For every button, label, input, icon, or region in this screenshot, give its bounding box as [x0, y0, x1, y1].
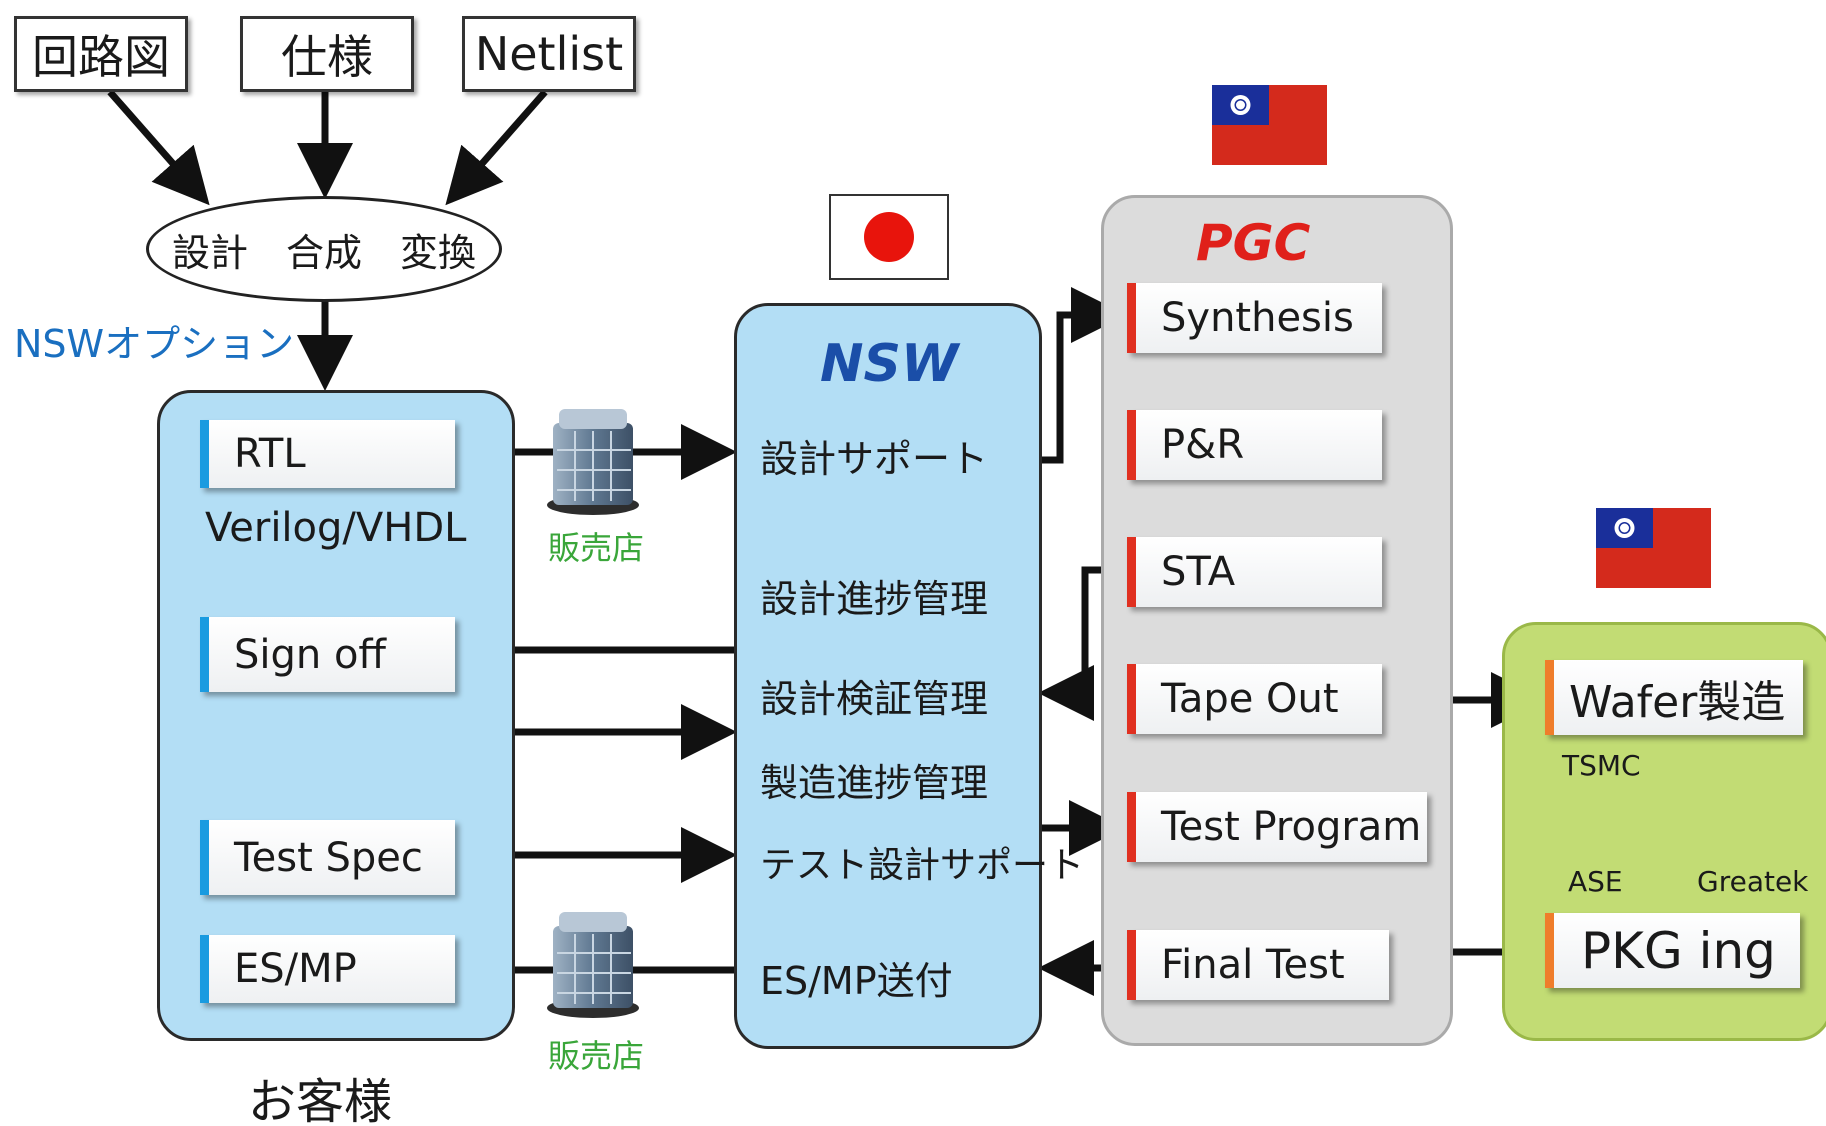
- nsw-panel: [734, 303, 1042, 1049]
- nsw-option-label: NSWオプション: [14, 322, 295, 366]
- rtl-language-label: Verilog/VHDL: [205, 505, 467, 551]
- pkg-box: PKG ing: [1545, 913, 1800, 988]
- customer-caption: お客様: [248, 1074, 393, 1126]
- vendor-tsmc: TSMC: [1562, 749, 1641, 782]
- pgc-step-pr: P&R: [1127, 410, 1382, 480]
- arrow-schematic-to-design: [107, 89, 210, 206]
- pgc-step-finaltest: Final Test: [1127, 930, 1389, 1000]
- pgc-step-tapeout: Tape Out: [1127, 664, 1382, 734]
- input-box-schematic: 回路図: [14, 16, 188, 92]
- esmp-box: ES/MP: [200, 935, 455, 1003]
- taiwan-flag-icon: [1596, 508, 1711, 588]
- wafer-box: Wafer製造: [1545, 660, 1803, 735]
- nsw-title: NSW: [820, 334, 959, 394]
- rtl-box: RTL: [200, 420, 455, 488]
- pgc-title: PGC: [1196, 214, 1311, 272]
- taiwan-flag-icon: [1212, 85, 1327, 165]
- input-box-netlist: Netlist: [462, 16, 636, 92]
- arrow-nsw-to-synthesis: [1035, 287, 1127, 464]
- store-building-icon: [547, 409, 639, 515]
- store-label: 販売店: [548, 529, 645, 567]
- pgc-step-testprogram: Test Program: [1127, 792, 1427, 862]
- nsw-item-esmp-shipping: ES/MP送付: [760, 959, 953, 1003]
- signoff-box: Sign off: [200, 617, 455, 692]
- customer-panel: [157, 390, 515, 1041]
- pgc-step-synthesis: Synthesis: [1127, 283, 1382, 353]
- input-box-spec: 仕様: [240, 16, 414, 92]
- design-synthesis-ellipse: 設計 合成 変換: [146, 196, 502, 302]
- store-building-icon: [547, 912, 639, 1018]
- nsw-item-manufacturing-mgmt: 製造進捗管理: [760, 761, 989, 805]
- nsw-item-design-support: 設計サポート: [760, 437, 989, 481]
- nsw-item-verification-mgmt: 設計検証管理: [760, 677, 989, 721]
- vendor-greatek: Greatek: [1697, 865, 1809, 898]
- nsw-item-progress-mgmt: 設計進捗管理: [760, 577, 989, 621]
- pgc-step-sta: STA: [1127, 537, 1382, 607]
- nsw-item-test-design-support: テスト設計サポート: [760, 845, 1085, 886]
- japan-flag-icon: [829, 194, 949, 280]
- testspec-box: Test Spec: [200, 820, 455, 895]
- vendor-ase: ASE: [1568, 865, 1623, 898]
- store-label: 販売店: [548, 1037, 645, 1075]
- arrow-netlist-to-design: [445, 89, 548, 206]
